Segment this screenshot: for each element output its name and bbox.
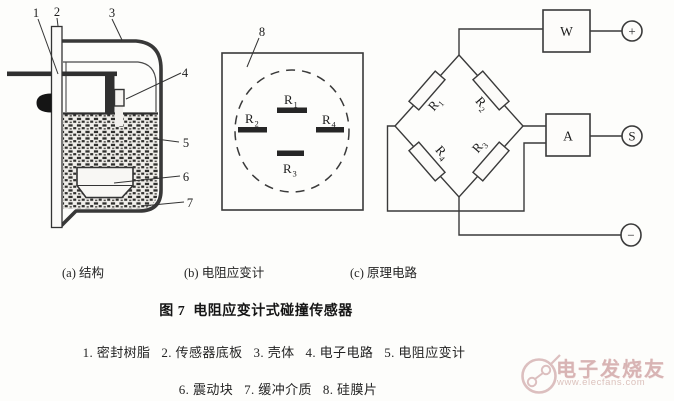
- bridge-resistors: [407, 70, 511, 182]
- callout-1: 1: [33, 6, 39, 20]
- terminal-signal-circle: [621, 125, 643, 147]
- legend-line-1: 1. 密封树脂 2. 传感器底板 3. 壳体 4. 电子电路 5. 电阻应变计: [82, 345, 466, 360]
- bridge-diamond: [394, 53, 524, 199]
- svg-text:R: R: [283, 161, 292, 176]
- panel-a-structure-diagram: 1 2 3 4 5 6 7: [7, 5, 193, 229]
- elecfans-logo-icon: [521, 354, 561, 394]
- gauge-label-r3: R 3: [283, 161, 297, 179]
- bracket-vertical-bar: [105, 76, 115, 114]
- resistor-r3: [471, 141, 511, 182]
- terminal-plus-label: +: [628, 24, 635, 39]
- callout-8: 8: [259, 25, 265, 39]
- svg-text:4: 4: [332, 120, 337, 130]
- electronic-circuit-block: [113, 88, 125, 107]
- wire-top-to-regulator: [458, 28, 543, 55]
- gauge-bar-r3: [277, 150, 304, 156]
- gauge-bar-r1: [277, 107, 307, 113]
- terminal-signal-label: S: [628, 129, 635, 144]
- svg-text:3: 3: [480, 140, 490, 150]
- gauge-bars: [238, 107, 344, 156]
- circuit-channel: [115, 107, 123, 126]
- resistor-r2: [471, 70, 511, 111]
- callout-3: 3: [109, 6, 115, 20]
- housing-outline: [59, 39, 163, 228]
- svg-text:2: 2: [477, 105, 487, 115]
- resistor-r1: [407, 70, 447, 111]
- svg-text:1: 1: [436, 98, 446, 108]
- svg-text:R: R: [245, 111, 254, 126]
- caption-c-principle-circuit: (c) 原理电路: [350, 266, 417, 280]
- leader-line-8: [246, 37, 260, 68]
- svg-text:2: 2: [255, 119, 259, 129]
- caption-a-structure: (a) 结构: [62, 266, 104, 280]
- sensor-base-plate: [50, 25, 63, 229]
- gauge-label-r4: R 4: [322, 112, 337, 130]
- panel-b-strain-gauge-diagram: 8 R 1 R 2 R 4 R 3: [221, 25, 364, 211]
- svg-text:1: 1: [294, 100, 298, 110]
- wire-bottom-to-minus: [458, 197, 621, 236]
- svg-text:R: R: [322, 112, 331, 127]
- leader-lines: [37, 17, 185, 207]
- housing-inner-wall: [63, 61, 157, 112]
- terminal-minus-label: −: [627, 228, 634, 243]
- wire-left-loop-to-amplifier: [386, 125, 546, 212]
- svg-text:4: 4: [437, 154, 448, 164]
- amplifier-label: A: [563, 129, 573, 144]
- regulator-label: W: [560, 24, 573, 39]
- watermark-url-text: www.elecfans.com: [557, 377, 646, 388]
- terminal-plus-circle: [621, 20, 643, 42]
- callout-4: 4: [182, 66, 189, 80]
- gauge-bar-r4: [316, 127, 344, 133]
- mounting-stud: [36, 93, 52, 113]
- watermark-brand-text: 电子发烧友: [556, 359, 666, 381]
- callout-6: 6: [183, 170, 189, 184]
- resistor-label-r3: R 3: [469, 139, 491, 156]
- caption-b-strain-gauge: (b) 电阻应变计: [184, 266, 265, 280]
- callout-7: 7: [187, 196, 193, 210]
- gauge-bar-r2: [238, 127, 267, 133]
- circuit-wires: [386, 28, 622, 236]
- figure-title: 图 7 电阻应变计式碰撞传感器: [159, 304, 353, 319]
- diaphragm-dashed-circle: [234, 69, 350, 193]
- resistor-r4: [407, 141, 447, 182]
- svg-text:3: 3: [293, 169, 297, 179]
- gauge-label-r1: R 1: [284, 92, 298, 110]
- panel-c-principle-circuit: R 1 R 2 R 4 R 3 W A + S −: [386, 9, 643, 247]
- terminal-minus-circle: [620, 223, 642, 247]
- regulator-block: [542, 9, 591, 53]
- callout-2: 2: [54, 5, 60, 19]
- gauge-label-r2: R 2: [245, 111, 259, 129]
- vibration-mass: [76, 166, 134, 199]
- amplifier-block: [545, 113, 591, 157]
- callout-5: 5: [183, 136, 189, 150]
- gauge-substrate-outline: [221, 52, 364, 211]
- legend-line-2: 6. 震动块 7. 缓冲介质 8. 硅膜片: [178, 382, 378, 397]
- svg-text:R: R: [284, 92, 293, 107]
